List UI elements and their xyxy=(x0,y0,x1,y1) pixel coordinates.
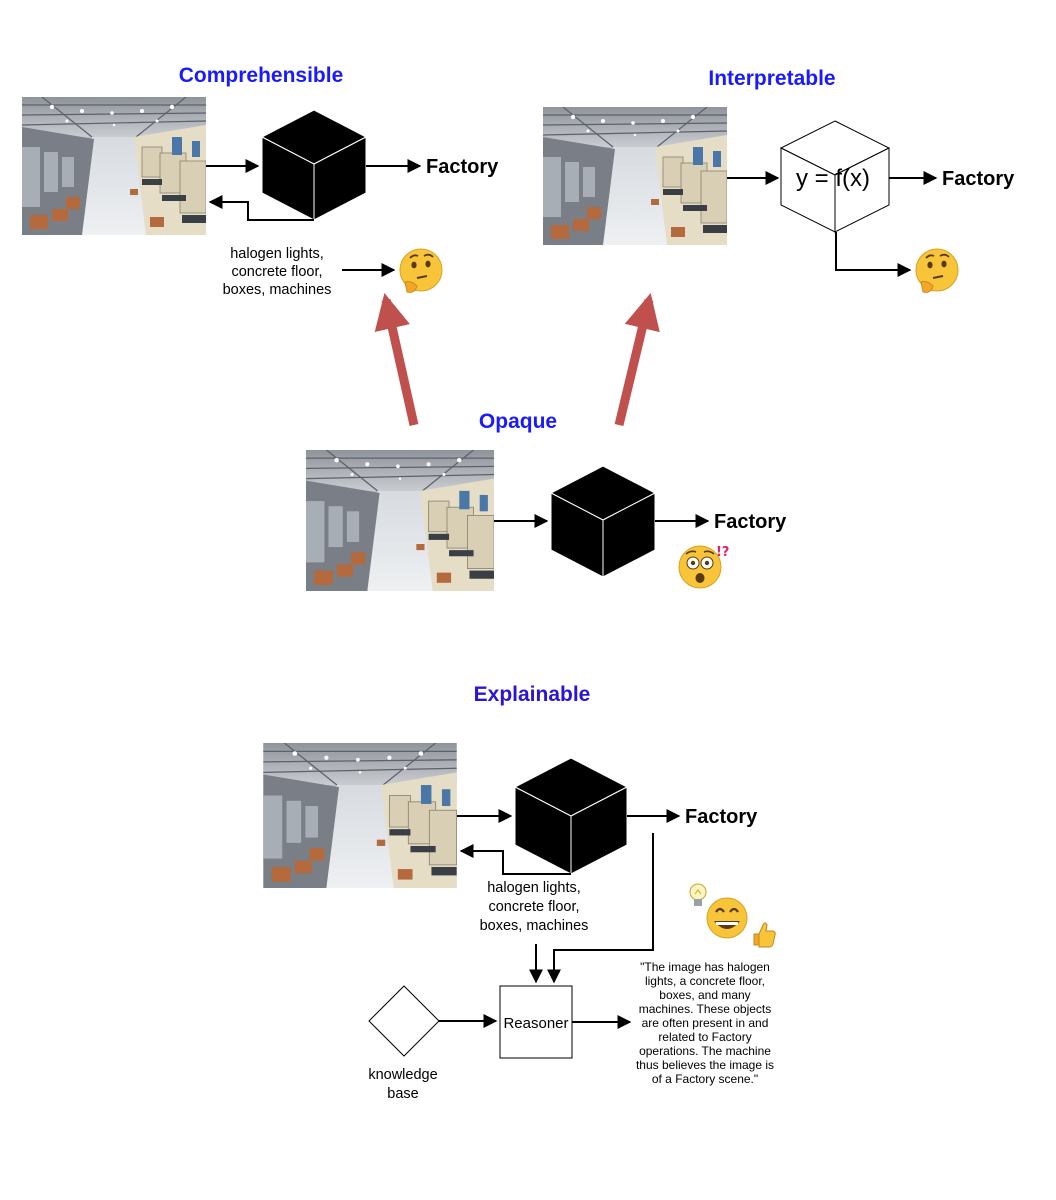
output-label: Factory xyxy=(714,511,787,533)
explanation-line: related to Factory xyxy=(658,1030,751,1044)
explainable-panel: Explainable Factory halogen lights, conc… xyxy=(263,683,776,1102)
opaque-to-interpretable-arrow xyxy=(614,292,660,427)
light-bulb-icon xyxy=(689,883,707,906)
explanation-line: lights, a concrete floor, xyxy=(645,974,765,988)
feedback-arrow xyxy=(208,195,314,221)
explanation-line: operations. The machine xyxy=(639,1044,771,1058)
reasoner-box xyxy=(499,985,573,1059)
feature-label-3: boxes, machines xyxy=(223,282,332,298)
factory-image xyxy=(22,97,206,235)
opaque-panel: Opaque Factory !? xyxy=(306,410,787,591)
comprehensible-title: Comprehensible xyxy=(179,64,344,87)
factory-image xyxy=(543,107,727,245)
opaque-to-comprehensible-arrow xyxy=(374,292,419,426)
explanation-line: thus believes the image is xyxy=(636,1058,774,1072)
feature-label-3: boxes, machines xyxy=(480,918,589,934)
feedback-arrow xyxy=(459,844,571,875)
thinking-face-icon xyxy=(915,248,959,293)
opaque-title: Opaque xyxy=(479,410,557,433)
formula-label: y = f(x) xyxy=(796,165,870,192)
explanation-line: "The image has halogen xyxy=(640,960,770,974)
output-label: Factory xyxy=(942,168,1015,190)
output-to-reasoner-arrow xyxy=(547,833,654,984)
explanation-text: "The image has halogen lights, a concret… xyxy=(636,960,774,1086)
comprehensible-panel: Comprehensible Factory halogen lights, c… xyxy=(22,64,499,298)
knowledge-base-label-1: knowledge xyxy=(368,1067,437,1083)
transparent-cube xyxy=(779,120,891,233)
inspect-arrow xyxy=(835,232,912,277)
feature-label-1: halogen lights, xyxy=(230,246,324,262)
feature-label-2: concrete floor, xyxy=(231,264,322,280)
feature-label-2: concrete floor, xyxy=(488,899,579,915)
explanation-line: are often present in and xyxy=(642,1016,769,1030)
thumbs-up-icon xyxy=(753,922,776,948)
thinking-face-icon xyxy=(399,248,443,293)
interpretable-title: Interpretable xyxy=(708,67,835,90)
astonished-face-icon xyxy=(678,545,722,589)
interpretable-panel: Interpretable y = f(x) Factory xyxy=(543,67,1015,293)
grinning-face-icon xyxy=(706,897,748,939)
factory-image xyxy=(306,450,494,591)
black-box-cube xyxy=(260,109,368,221)
black-box-cube xyxy=(513,757,629,875)
exclamation-question-icon: !? xyxy=(716,545,729,560)
factory-image xyxy=(263,743,457,888)
output-label: Factory xyxy=(685,806,758,828)
explanation-line: of a Factory scene." xyxy=(652,1072,758,1086)
explanation-line: machines. These objects xyxy=(639,1002,772,1016)
explainable-title: Explainable xyxy=(474,683,591,706)
explanation-line: boxes, and many xyxy=(659,988,750,1002)
knowledge-base-diamond xyxy=(368,985,440,1057)
output-label: Factory xyxy=(426,156,499,178)
black-box-cube xyxy=(549,465,657,578)
feature-label-1: halogen lights, xyxy=(487,880,581,896)
reasoner-label: Reasoner xyxy=(503,1015,568,1032)
knowledge-base-label-2: base xyxy=(387,1086,418,1102)
